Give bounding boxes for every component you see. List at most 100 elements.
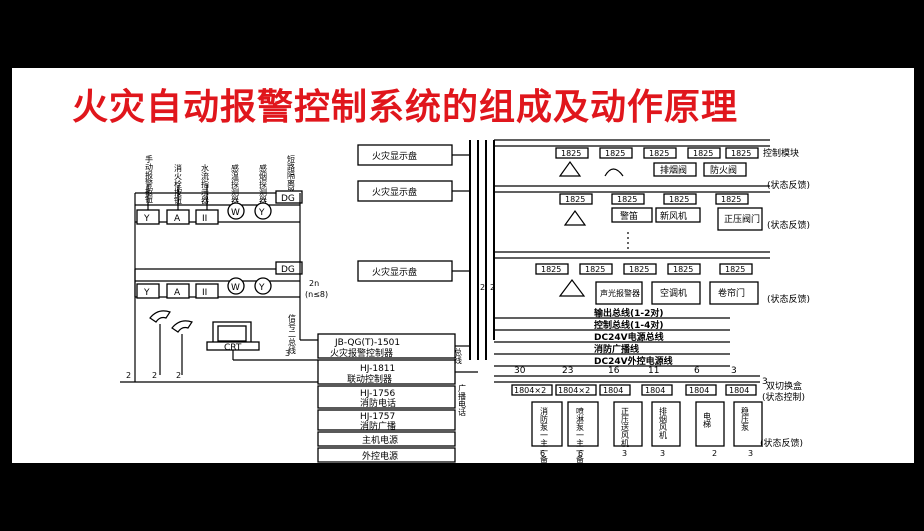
siren: 警笛	[611, 207, 653, 223]
module-1825-h: 1825	[663, 193, 697, 205]
module-1825-b: 1825	[599, 147, 633, 159]
pump-fire: 消防泵一主一备	[531, 401, 563, 464]
svg-text:稳压泵: 稳压泵	[741, 406, 750, 431]
svg-text:1804×2: 1804×2	[514, 386, 546, 395]
pump-exhaust-fan: 排烟风机	[651, 401, 681, 447]
detector-loop-2: Y A II W Y DG	[134, 261, 303, 299]
svg-text:2: 2	[152, 371, 157, 380]
module-row-3: 1825 1825 1825 1825 1825 声光报警器 空调机 卷帘门 (…	[494, 251, 810, 305]
phone-model: HJ-1756	[360, 389, 396, 399]
svg-text:防火阀: 防火阀	[710, 164, 737, 176]
hydrant-button-symbol-2: A	[166, 283, 190, 299]
bus-dc24v: DC24V电源总线	[594, 331, 664, 343]
module-1825-c: 1825	[643, 147, 677, 159]
svg-text:消防泵一主一备: 消防泵一主一备	[540, 406, 549, 464]
external-power: 外控电源	[362, 450, 398, 462]
smoke-exhaust-valve: 排烟阀	[653, 162, 697, 177]
svg-text:1825: 1825	[725, 265, 745, 274]
svg-text:3: 3	[731, 366, 737, 376]
crt-label: CRT	[224, 343, 242, 353]
svg-text:16: 16	[608, 366, 620, 376]
flow-indicator-symbol-2: II	[195, 283, 219, 299]
svg-text:1825: 1825	[541, 265, 561, 274]
svg-text:1825: 1825	[617, 195, 637, 204]
bus-broadcast: 消防广播线	[594, 343, 639, 355]
svg-text:卷帘门: 卷帘门	[718, 287, 745, 299]
rolling-shutter: 卷帘门	[709, 281, 759, 305]
flow-indicator-symbol: II	[195, 209, 219, 225]
broadcast-model: HJ-1757	[360, 412, 395, 422]
svg-text:1825: 1825	[673, 265, 693, 274]
control-module-label: 控制模块	[763, 147, 799, 159]
svg-text:1825: 1825	[585, 265, 605, 274]
svg-text:1804×2: 1804×2	[558, 386, 590, 395]
svg-text:3: 3	[762, 377, 768, 387]
svg-text:1804: 1804	[729, 386, 749, 395]
feedback-row-1: (状态反馈)	[767, 179, 810, 191]
pump-feedback-label: (状态反馈)	[760, 437, 803, 449]
header-hydrant-button: 消火栓按钮	[174, 163, 183, 205]
pump-elevator: 电梯	[695, 401, 725, 447]
header-heat-detector: 感温探测器	[231, 163, 240, 205]
bus-label: 总线	[454, 347, 463, 364]
bus-external-power: DC24V外控电源线	[594, 355, 673, 367]
smoke-detector-symbol: Y	[254, 202, 272, 220]
module-row-2: 1825 1825 1825 1825 警笛 新风机 正压阀门 (状态反馈)	[494, 185, 810, 250]
bus-legend: 输出总线(1-2对) 控制总线(1-4对) DC24V电源总线 消防广播线 DC…	[494, 307, 730, 367]
svg-text:1825: 1825	[693, 149, 713, 158]
module-1825-l: 1825	[623, 263, 657, 275]
svg-text:排烟风机: 排烟风机	[659, 406, 668, 440]
svg-text:新风机: 新风机	[660, 210, 687, 222]
svg-text:空调机: 空调机	[660, 287, 687, 299]
broadcast-name: 消防广播	[360, 420, 396, 432]
svg-text:3: 3	[622, 449, 627, 458]
svg-text:3: 3	[285, 349, 290, 358]
svg-text:30: 30	[514, 366, 526, 376]
module-1825-d: 1825	[687, 147, 721, 159]
main-controller-name: 火灾报警控制器	[330, 347, 393, 359]
svg-text:1804: 1804	[689, 386, 709, 395]
header-smoke-detector: 感烟探测器	[259, 163, 268, 205]
svg-text:1804: 1804	[603, 386, 623, 395]
svg-text:II: II	[202, 288, 207, 298]
hydrant-button-symbol: A	[166, 209, 190, 225]
display-panel-2: 火灾显示盘	[357, 180, 453, 202]
module-1825-j: 1825	[535, 263, 569, 275]
svg-text:1825: 1825	[561, 149, 581, 158]
svg-text:A: A	[174, 288, 181, 298]
svg-text:2: 2	[490, 283, 495, 292]
sound-light-alarm: 声光报警器	[595, 281, 643, 305]
detector-headers: 手动报警按钮 消火栓按钮 水流指示器 感温探测器 感烟探测器 短路隔离器	[145, 154, 296, 205]
header-flow-indicator: 水流指示器	[201, 163, 210, 205]
main-controller-model: JB-QG(T)-1501	[334, 338, 400, 348]
pump-section: 30 23 16 11 6 3 3 1804×2 1804×2 1804 180…	[494, 366, 805, 464]
heat-detector-symbol-2: W	[227, 277, 245, 295]
svg-text:6: 6	[694, 366, 700, 376]
pressure-valve: 正压阀门	[717, 207, 763, 231]
svg-text:11: 11	[648, 366, 659, 376]
fire-damper: 防火阀	[703, 162, 747, 177]
svg-text:DG: DG	[281, 265, 295, 275]
svg-text:2: 2	[480, 283, 485, 292]
svg-text:W: W	[231, 208, 240, 218]
svg-text:火灾显示盘: 火灾显示盘	[372, 150, 417, 162]
fresh-air-fan: 新风机	[655, 207, 701, 223]
pump-sprinkler: 喷淋泵一主一备	[567, 401, 599, 464]
bus-control: 控制总线(1-4对)	[594, 319, 664, 331]
module-row-1: 1825 1825 1825 1825 1825 控制模块 排烟阀 防火阀 (状…	[494, 139, 810, 191]
svg-text:1825: 1825	[629, 265, 649, 274]
detector-loop-1: Y A II W Y DG	[134, 185, 303, 225]
svg-text:2: 2	[712, 449, 717, 458]
module-1825-k: 1825	[579, 263, 613, 275]
slide-background	[12, 68, 914, 463]
svg-text:3: 3	[660, 449, 665, 458]
svg-text:1825: 1825	[731, 149, 751, 158]
crt-monitor: CRT	[206, 321, 318, 361]
svg-text:DG: DG	[281, 194, 295, 204]
svg-text:Y: Y	[143, 214, 150, 224]
linkage-controller-name: 联动控制器	[347, 373, 392, 385]
module-1825-n: 1825	[719, 263, 753, 275]
status-control-label: (状态控制)	[762, 391, 805, 403]
smoke-detector-symbol-2: Y	[254, 277, 272, 295]
svg-text:6: 6	[540, 449, 545, 458]
